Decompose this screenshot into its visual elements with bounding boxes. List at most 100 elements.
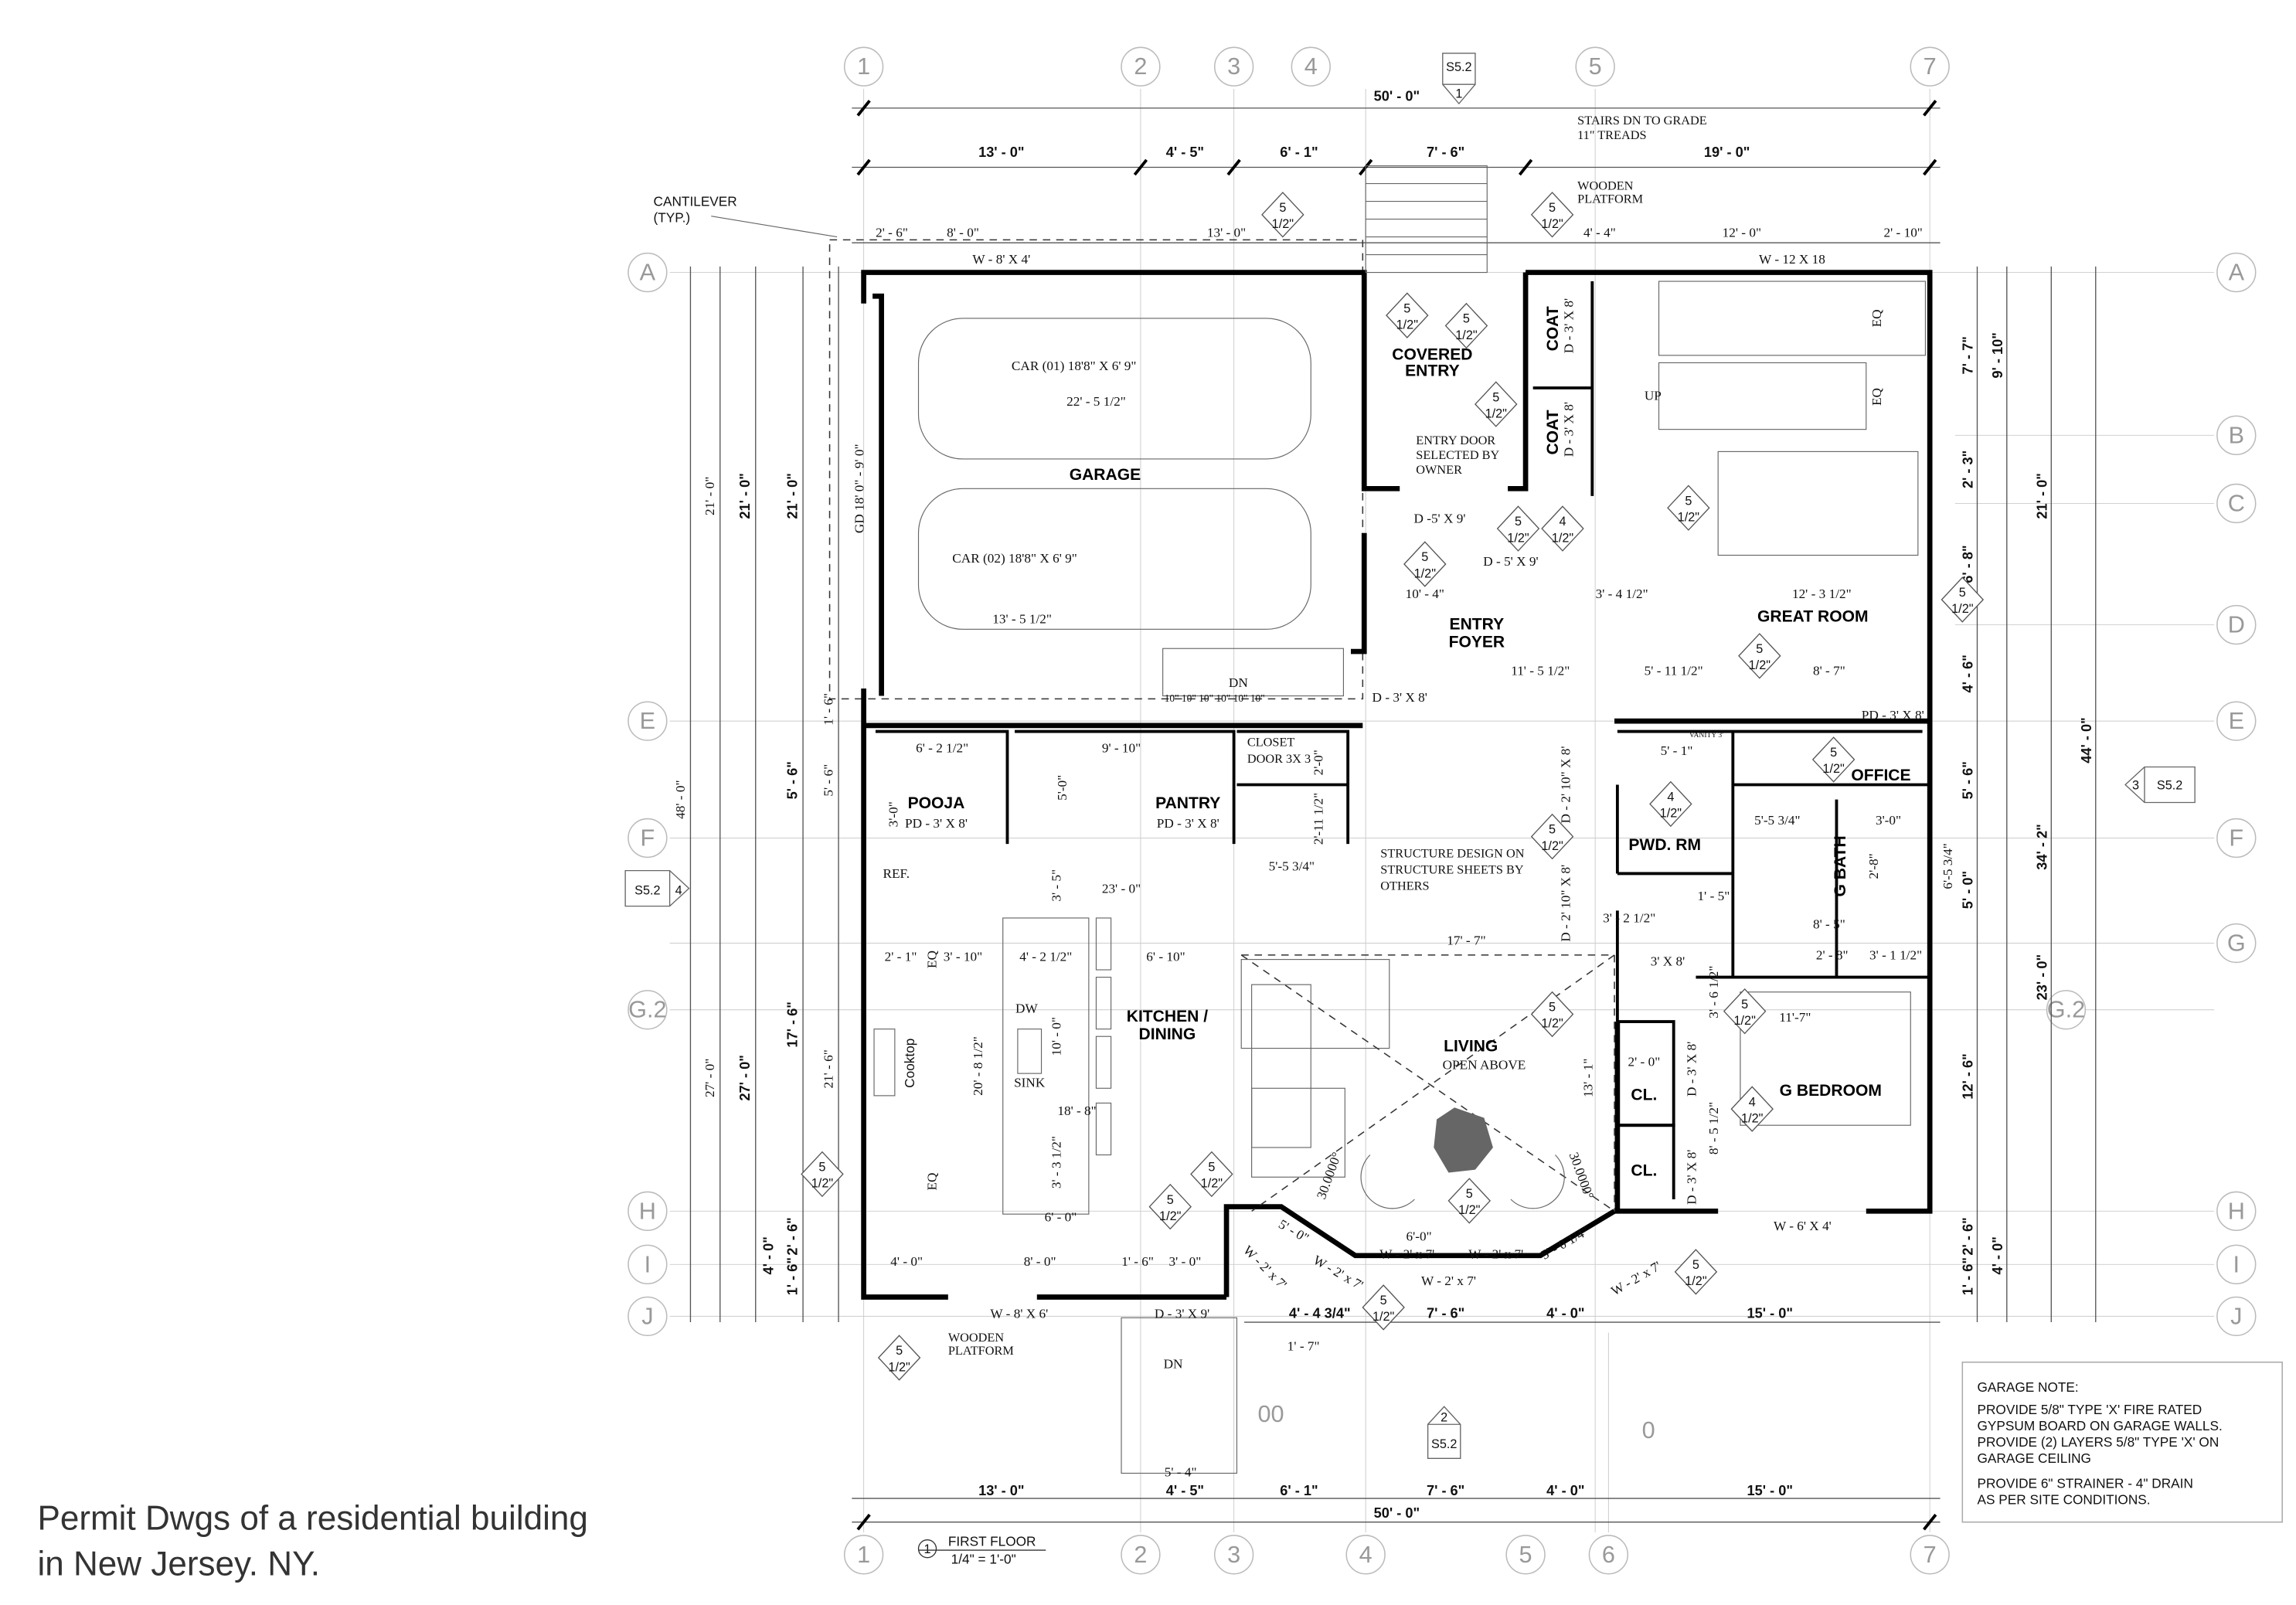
drawing-mark (2216, 818, 2257, 859)
openings-11: D - 2' 10" X 8' (1559, 865, 1573, 942)
grid-columns-3: 4 (1304, 53, 1318, 80)
drawing-mark (1251, 954, 1615, 1212)
labels-eq2: EQ (925, 1172, 940, 1191)
slope-tags: 51/2" 51/2" 51/2" 51/2" 51/2" 51/2" 51/2… (801, 192, 1985, 1381)
drawing-mark (843, 1535, 884, 1575)
right-dims-5: 4' - 6" (1961, 655, 1976, 692)
bottom-dims-upper-3: 15' - 0" (1747, 1305, 1793, 1321)
right-dims-6: 44' - 0" (2079, 717, 2094, 763)
drawing-mark (1403, 541, 1447, 587)
slope-tags-bottom: 1/2" (1159, 1209, 1182, 1223)
interior-dims-23: 17' - 7" (1447, 933, 1485, 947)
drawing-mark (1575, 46, 1615, 87)
room-coat-1: COAT (1544, 306, 1562, 351)
grid-columns-6: 7 (1924, 53, 1937, 80)
drawing-mark (1811, 736, 1856, 783)
openings-9: PD - 3' X 8' (1157, 816, 1219, 831)
left-dims-3: 48' - 0" (673, 780, 688, 818)
drawing-mark: A (628, 252, 668, 293)
section-mark-left[interactable]: S5.2 4 (624, 869, 690, 907)
notes-platform-b1: WOODEN (948, 1330, 1005, 1345)
drawing-title: 1 FIRST FLOOR 1/4" = 1'-0" (917, 1533, 1046, 1566)
drawing-mark (856, 1513, 871, 1531)
drawing-mark (1251, 984, 1311, 1148)
interior-dims-32: 3' - 0" (1169, 1254, 1202, 1269)
top-dimensions: 50' - 0" 13' - 0" 4' - 5" 6' - 1" 7' - 6… (852, 88, 1941, 243)
slope-tags-bottom: 1/2" (1396, 318, 1419, 332)
interior-dims-58: 2' - 0" (1628, 1055, 1661, 1069)
labels-up: UP (1645, 388, 1662, 403)
interior-dims-9: 3' - 4 1/2" (1596, 587, 1648, 601)
drawing-mark: J (2216, 1296, 2257, 1337)
openings-18: W - 2' x 7' (1240, 1243, 1290, 1292)
drawing-mark (1923, 1513, 1937, 1531)
drawing-mark (1240, 954, 1615, 1212)
notes-cantilever-2: (TYP.) (654, 209, 691, 225)
notes-stairs-2: 11" TREADS (1577, 128, 1646, 142)
drawing-mark (1350, 532, 1367, 655)
slope-tag: 51/2" (1667, 485, 1710, 531)
interior-dims-21: 4' - 2 1/2" (1019, 950, 1072, 964)
bottom-dims-segments-3: 7' - 6" (1427, 1483, 1464, 1498)
drawing-mark (1530, 991, 1574, 1038)
drawing-mark (1133, 158, 1148, 176)
drawing-mark (628, 818, 668, 859)
interior-dims-49: 2'-8" (1866, 853, 1881, 879)
drawing-mark (917, 1539, 937, 1559)
labels-closet-door-2: DOOR 3X 3 (1247, 751, 1311, 766)
drawing-mark: F (628, 818, 668, 859)
bottom-dims-upper-1: 7' - 6" (1427, 1305, 1464, 1321)
drawing-mark (1444, 302, 1488, 349)
drawing-mark (2046, 990, 2087, 1030)
grid-rows-7: G.2 (628, 997, 666, 1023)
section-mark-bottom[interactable]: 2 S5.2 (1427, 1406, 1461, 1459)
drawing-mark (1658, 362, 1867, 430)
drawing-mark (1510, 1154, 1565, 1209)
openings-0: W - 8' X 4' (972, 252, 1030, 267)
section-mark-right[interactable]: 3 S5.2 (2124, 766, 2196, 804)
bottom-dims-segments-0: 13' - 0" (978, 1483, 1024, 1498)
grid-bubbles-top: 1 2 3 4 5 7 (843, 46, 1950, 87)
interior-dims-47: 5'-5 3/4" (1754, 813, 1800, 828)
interior-dims-10: 12' - 3 1/2" (1792, 587, 1852, 601)
right-dims-13: 4' - 0" (1990, 1236, 2005, 1274)
slope-tag: 51/2" (1674, 1249, 1718, 1295)
bedroom-bed (1740, 991, 1911, 1126)
garage-note-title: GARAGE NOTE: (1977, 1379, 2078, 1395)
section-mark-top[interactable]: S5.2 1 (1442, 53, 1476, 105)
drawing-mark (628, 1191, 668, 1232)
bottom-dims-overall: 50' - 0" (1374, 1505, 1420, 1521)
drawing-mark: F (2216, 818, 2257, 859)
slope-tag: 41/2" (1649, 780, 1692, 828)
drawing-mark (1923, 100, 1937, 117)
drawing-mark: H (2216, 1191, 2257, 1232)
slope-tag: 51/2" (1261, 192, 1304, 238)
great-room-sofa (1717, 451, 1919, 556)
slope-tags-top: 5 (1279, 201, 1286, 215)
notes-platform-1: WOODEN (1577, 178, 1634, 192)
slope-tag: 51/2" (1530, 991, 1574, 1038)
slope-tags-bottom: 1/2" (1485, 406, 1508, 420)
drawing-mark (1095, 977, 1112, 1030)
openings-22: W - 2' x 7' (1468, 1247, 1523, 1262)
caption: Permit Dwgs of a residential building in… (37, 1499, 587, 1583)
openings-20: W - 2' x 7' (1379, 1247, 1434, 1262)
slope-tag: 51/2" (1811, 736, 1856, 783)
interior-dims-46: 1' - 5" (1698, 889, 1730, 903)
slope-tag: 51/2" (877, 1335, 921, 1381)
interior-dims-55: 3'-0" (886, 801, 901, 827)
drawing-mark (1588, 1535, 1629, 1575)
slope-tags-bottom: 1/2" (1685, 1274, 1707, 1288)
room-cl-1: CL. (1631, 1086, 1657, 1104)
drawing-mark (2216, 252, 2257, 293)
left-dims-11: 2' - 6" (784, 1217, 800, 1255)
drawing-mark (1526, 270, 1933, 1214)
drawing-mark (1910, 46, 1950, 87)
grid-rows-1: B (2229, 422, 2244, 448)
section-marks-left-sheet: S5.2 (634, 883, 660, 897)
grid-lines (669, 88, 2215, 1533)
drawing-mark (1941, 576, 1985, 623)
drawing-mark (1617, 1124, 1675, 1200)
slope-tag: 51/2" (1496, 505, 1540, 552)
left-dims-2: 21' - 0" (784, 473, 800, 519)
